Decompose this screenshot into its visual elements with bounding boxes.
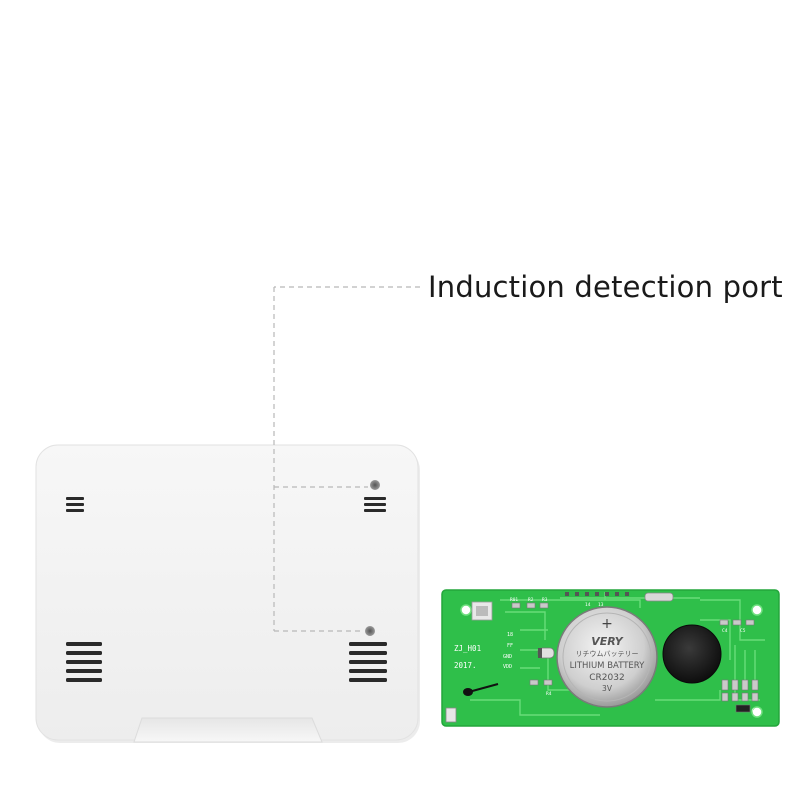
battery-type: LITHIUM BATTERY: [570, 661, 646, 671]
battery-plus: +: [601, 616, 613, 632]
pcb-ref-c1: C1: [752, 708, 758, 714]
pcb-ref-c4: C4: [722, 628, 728, 634]
pcb-pin-gnd: GND: [503, 654, 512, 660]
pcb-ref-r2: R2: [528, 597, 534, 603]
pcb-ref-r3: R3: [542, 597, 548, 603]
pcb-pin-vdd: VDD: [503, 664, 512, 670]
vent-top-right: [364, 497, 386, 512]
sensor-housing: [35, 444, 420, 743]
pcb-ref-c5: C5: [740, 628, 746, 634]
vent-bottom-left: [66, 642, 102, 682]
battery-brand: VERY: [591, 635, 623, 648]
sensor-hole-top: [370, 480, 380, 490]
induction-port-label: Induction detection port: [428, 270, 783, 304]
housing-stand: [133, 717, 323, 743]
coin-battery: + VERY リチウムバッテリー LITHIUM BATTERY CR2032 …: [556, 606, 658, 708]
pcb-board-id: ZJ_H01: [454, 644, 481, 653]
pcb-pin-row: [565, 592, 629, 596]
vent-top-left: [66, 497, 84, 512]
battery-voltage: 3V: [602, 684, 613, 693]
vent-bottom-right: [349, 642, 387, 682]
pcb-thermistor: [463, 683, 499, 696]
pcb-ref-r01: R01: [510, 597, 518, 603]
pcb-seg-14: 14: [585, 602, 591, 608]
pcb-year: 2017.: [454, 661, 477, 670]
battery-jp-text: リチウムバッテリー: [576, 650, 639, 658]
pcb-pin-18: 18: [507, 632, 513, 638]
pcb-board: + VERY リチウムバッテリー LITHIUM BATTERY CR2032 …: [441, 589, 780, 727]
annotation-leader-lines: [273, 286, 420, 632]
battery-model: CR2032: [589, 673, 624, 683]
pcb-seg-13: 13: [598, 602, 604, 608]
sensor-hole-bottom: [365, 626, 375, 636]
pcb-diode: [537, 647, 555, 659]
pcb-buzzer: [662, 624, 722, 684]
pcb-ref-r4: R4: [546, 691, 552, 697]
pcb-pin-ff: FF: [507, 643, 513, 649]
